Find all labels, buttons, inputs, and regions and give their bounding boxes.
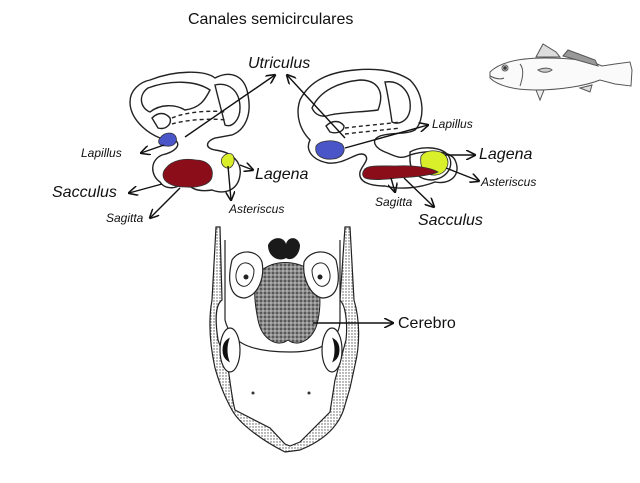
label-left-lagena: Lagena [255, 166, 309, 183]
left-lapillus-otolith [158, 132, 177, 147]
label-left-lapillus: Lapillus [81, 146, 122, 160]
arrow-right-sagitta [391, 177, 395, 192]
label-right-sagitta: Sagitta [375, 195, 413, 209]
left-eye [219, 327, 241, 373]
label-utriculus: Utriculus [248, 55, 311, 72]
arrow-right-sacculus [403, 177, 434, 207]
left-sagitta-otolith [162, 158, 213, 188]
label-cerebro: Cerebro [398, 315, 456, 332]
label-right-asteriscus: Asteriscus [481, 175, 537, 189]
label-right-lagena: Lagena [479, 146, 533, 163]
diagram-title: Canales semicirculares [188, 11, 354, 28]
right-eye [321, 327, 343, 373]
right-ear-arrows [287, 75, 479, 207]
label-left-sagitta: Sagitta [106, 211, 144, 225]
arrow-left-sagitta [150, 187, 181, 218]
label-left-asteriscus: Asteriscus [229, 202, 285, 216]
arrow-left-sacculus [129, 183, 163, 193]
left-ear-arrows [129, 75, 275, 218]
arrow-left-lapillus [141, 144, 165, 153]
label-left-sacculus: Sacculus [52, 184, 117, 201]
arrow-left-asteriscus [228, 165, 231, 200]
fish-head-dorsal-view [209, 226, 393, 453]
label-right-lapillus: Lapillus [432, 117, 473, 131]
arrow-right-utriculus [287, 75, 346, 139]
right-lapillus-otolith [315, 140, 345, 160]
label-right-sacculus: Sacculus [418, 212, 483, 229]
fish-illustration [489, 43, 633, 102]
arrow-left-utriculus [184, 75, 275, 138]
arrow-right-lapillus [344, 125, 428, 149]
arrow-right-asteriscus [445, 167, 479, 181]
arrow-left-lagena [239, 165, 253, 170]
left-asteriscus-otolith [220, 153, 235, 169]
head-outline [209, 226, 360, 453]
right-sagitta-otolith [362, 165, 439, 180]
right-semicircular-canals [297, 68, 458, 189]
